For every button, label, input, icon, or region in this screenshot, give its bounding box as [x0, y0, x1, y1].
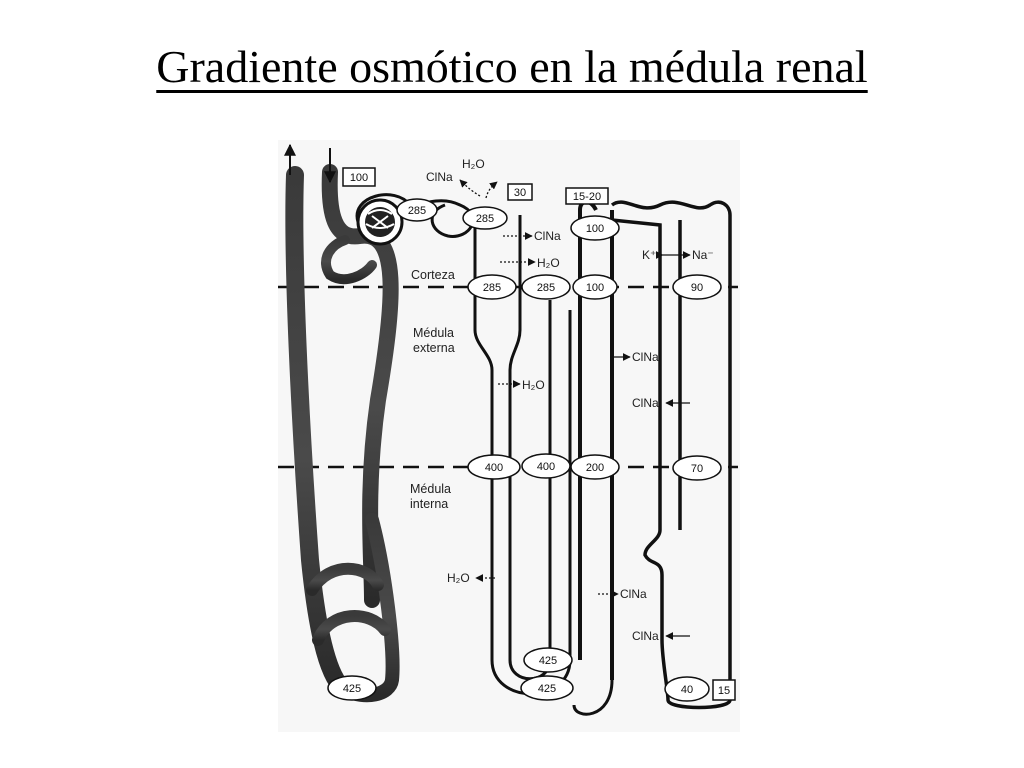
transport-label-clna-tal: ClNa	[632, 350, 659, 364]
svg-text:285: 285	[408, 205, 426, 217]
svg-text:285: 285	[483, 282, 501, 294]
svg-text:90: 90	[691, 282, 703, 294]
zone-label-outer-medulla-line1: Médula	[413, 326, 454, 340]
osmolarity-box-collecting-bottom: 15	[713, 680, 735, 700]
svg-text:425: 425	[538, 683, 556, 695]
osmolarity-oval-cortex-cd: 90	[673, 275, 721, 299]
zone-label-cortex: Corteza	[411, 268, 455, 282]
svg-text:70: 70	[691, 463, 703, 475]
osmolarity-box-collecting-top: 15-20	[566, 188, 608, 204]
svg-text:15-20: 15-20	[573, 191, 601, 203]
osmolarity-oval-cortex-tal: 100	[573, 275, 617, 299]
osmolarity-oval-outer-asc: 400	[522, 454, 570, 478]
osmolarity-oval-cortex-asc: 285	[522, 275, 570, 299]
osmolarity-oval-vasa-bottom: 425	[328, 676, 376, 700]
transport-label-clna-top: ClNa	[426, 170, 453, 184]
transport-label-clna-cd-outer: ClNa	[632, 396, 659, 410]
osmolarity-oval-cortex-desc: 285	[468, 275, 516, 299]
svg-text:285: 285	[476, 213, 494, 225]
transport-label-h2o-inner: H₂O	[447, 571, 470, 585]
osmolarity-oval-tal-top: 100	[571, 216, 619, 240]
transport-label-na-ion: Na⁻	[692, 248, 714, 262]
osmolarity-oval-pct-top: 285	[463, 207, 507, 229]
zone-label-outer-medulla-line2: externa	[413, 341, 455, 355]
svg-text:425: 425	[539, 655, 557, 667]
svg-text:100: 100	[350, 172, 368, 184]
osmolarity-oval-loop-bottom: 425	[521, 676, 573, 700]
transport-label-h2o-top: H₂O	[462, 157, 485, 171]
transport-label-clna-pct: ClNa	[534, 229, 561, 243]
svg-text:425: 425	[343, 683, 361, 695]
osmolarity-oval-outer-desc: 400	[468, 455, 520, 479]
svg-text:30: 30	[514, 187, 526, 199]
svg-text:100: 100	[586, 223, 604, 235]
transport-label-clna-cd-inner: ClNa	[632, 629, 659, 643]
osmolarity-oval-bowman: 285	[397, 199, 437, 221]
transport-label-h2o-outer: H₂O	[522, 378, 545, 392]
osmolarity-oval-cd-bottom: 40	[665, 677, 709, 701]
svg-text:40: 40	[681, 684, 693, 696]
transport-label-k-ion: K⁺	[642, 248, 656, 262]
svg-text:285: 285	[537, 282, 555, 294]
osmolarity-oval-outer-tal: 200	[571, 455, 619, 479]
transport-label-h2o-pct: H₂O	[537, 256, 560, 270]
osmolarity-box-distal: 30	[508, 184, 532, 200]
svg-text:15: 15	[718, 685, 730, 697]
svg-text:100: 100	[586, 282, 604, 294]
osmolarity-oval-outer-cd: 70	[673, 456, 721, 480]
svg-text:200: 200	[586, 462, 604, 474]
osmolarity-oval-loop-inner: 425	[524, 648, 572, 672]
transport-label-clna-thin: ClNa	[620, 587, 647, 601]
svg-text:400: 400	[485, 462, 503, 474]
svg-text:400: 400	[537, 461, 555, 473]
zone-label-inner-medulla-line1: Médula	[410, 482, 451, 496]
zone-label-inner-medulla-line2: interna	[410, 497, 448, 511]
osmolarity-box-glomerulus: 100	[343, 168, 375, 186]
